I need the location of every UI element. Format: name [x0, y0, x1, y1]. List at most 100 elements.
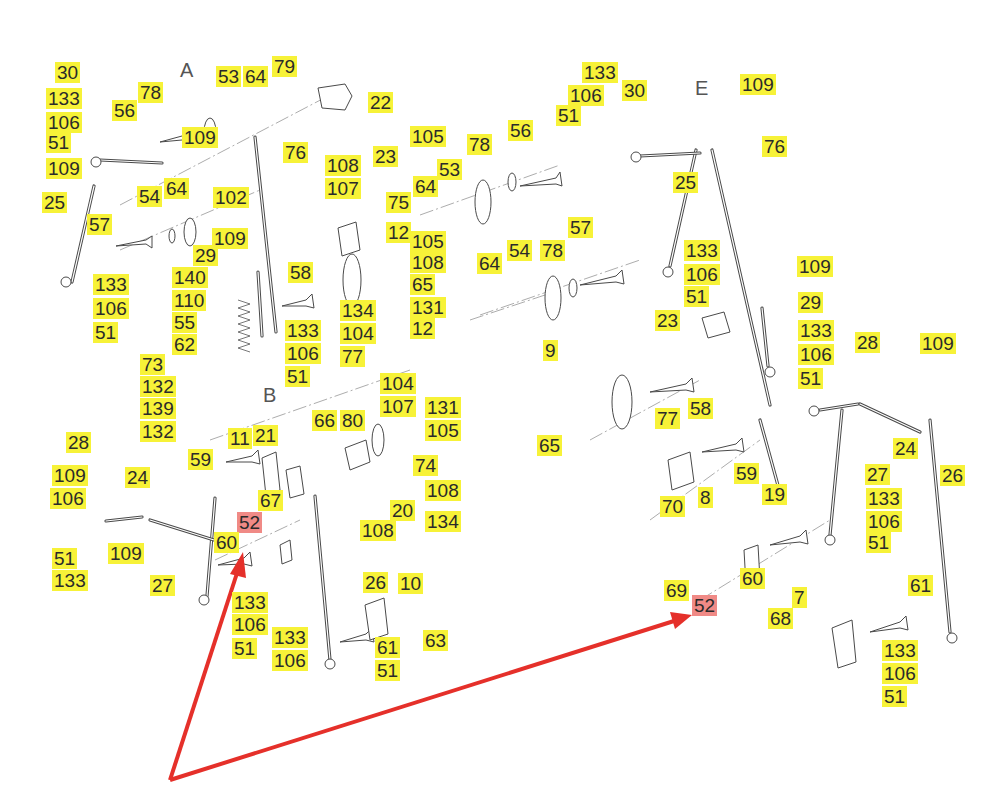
pin-part [218, 552, 252, 566]
callout-number: 104 [380, 373, 416, 394]
callout-number: 62 [172, 334, 197, 355]
callout-number: 58 [688, 398, 713, 419]
callout-number: 139 [140, 398, 176, 419]
red-arrow [670, 612, 692, 629]
rod-part [820, 404, 858, 410]
callout-number: 11 [228, 428, 252, 449]
callout-number: 8 [698, 487, 713, 508]
disc-part [343, 254, 361, 306]
callout-number: 109 [920, 333, 956, 354]
callout-number: 106 [272, 650, 308, 671]
rod-part [150, 520, 214, 540]
callout-number: 102 [213, 187, 249, 208]
axis-line [120, 95, 830, 600]
bracket-part [338, 222, 360, 256]
callout-number: 29 [193, 245, 218, 266]
callout-number: 59 [734, 463, 759, 484]
callout-number: 51 [684, 286, 709, 307]
callout-number: 57 [87, 214, 112, 235]
callout-number: 77 [655, 408, 680, 429]
disc-part [809, 406, 819, 416]
callout-number: 107 [325, 178, 361, 199]
callout-number: 109 [46, 158, 82, 179]
rod-part [255, 137, 276, 332]
callout-number: 108 [410, 252, 446, 273]
callout-number: 12 [386, 222, 411, 243]
callout-number: 26 [940, 465, 965, 486]
rod-part [106, 517, 142, 521]
callout-number: 61 [375, 637, 400, 658]
callout-number: 132 [140, 376, 176, 397]
callout-number: 73 [140, 354, 165, 375]
bracket-part [345, 440, 370, 470]
red-arrow [230, 552, 246, 578]
callout-number: 28 [66, 432, 91, 453]
callout-number: 64 [243, 66, 268, 87]
callout-number: 106 [285, 343, 321, 364]
callout-number: 76 [283, 142, 308, 163]
red-arrow [170, 570, 238, 780]
rod-part [100, 160, 162, 163]
callout-number: 60 [740, 568, 765, 589]
callout-number: 51 [798, 368, 823, 389]
callout-number: 22 [368, 92, 393, 113]
callout-number: 57 [568, 217, 593, 238]
callout-number: 133 [684, 240, 720, 261]
callout-number: 25 [42, 192, 67, 213]
disc-part [612, 375, 632, 429]
bracket-part [365, 598, 388, 640]
callout-number: 78 [540, 240, 565, 261]
callout-number: 108 [360, 520, 396, 541]
callout-number: 79 [272, 56, 297, 77]
callout-number: 106 [866, 511, 902, 532]
callout-number: 51 [556, 105, 581, 126]
disc-part [631, 152, 641, 162]
callout-number: 65 [537, 435, 562, 456]
rod-part [315, 496, 330, 660]
callout-number: 9 [543, 340, 558, 361]
callout-number: 140 [172, 267, 208, 288]
callout-number: 70 [660, 496, 685, 517]
callout-number: 23 [373, 146, 398, 167]
bracket-part [702, 312, 730, 338]
callout-number: 69 [664, 580, 689, 601]
callout-number: 51 [866, 532, 891, 553]
callout-number: 51 [232, 638, 257, 659]
callout-number: 19 [762, 484, 787, 505]
callout-number: 28 [855, 332, 880, 353]
callout-number: 109 [52, 465, 88, 486]
bracket-part [280, 540, 292, 564]
callout-number: 27 [150, 575, 175, 596]
rod-part [640, 153, 700, 156]
disc-part [61, 118, 957, 669]
callout-number: 131 [425, 397, 461, 418]
callout-number: 110 [172, 290, 206, 311]
rod-part [930, 420, 950, 632]
callout-number: 106 [882, 663, 918, 684]
callout-number: 76 [762, 136, 787, 157]
callout-number: 63 [423, 630, 448, 651]
rod-part [712, 150, 770, 405]
disc-part [663, 267, 673, 277]
callout-number: 21 [253, 425, 278, 446]
rod-part [258, 272, 262, 336]
callout-number: 7 [792, 587, 807, 608]
red-arrow [170, 552, 692, 780]
callout-number: 107 [380, 396, 416, 417]
bracket-part [262, 84, 856, 668]
rod-part [72, 137, 950, 660]
disc-part [508, 173, 516, 191]
callout-number: 64 [164, 178, 189, 199]
callout-number: 53 [437, 159, 462, 180]
callout-number: 24 [125, 467, 150, 488]
callout-number: 53 [216, 66, 241, 87]
disc-part [169, 229, 175, 243]
callout-number: 51 [375, 660, 400, 681]
callout-number: 27 [865, 464, 890, 485]
callout-number: 61 [908, 575, 933, 596]
disc-part [91, 157, 101, 167]
callout-number: 51 [46, 132, 71, 153]
callout-number: 75 [386, 192, 411, 213]
callout-number: 109 [182, 127, 218, 148]
rod-part [106, 517, 142, 521]
